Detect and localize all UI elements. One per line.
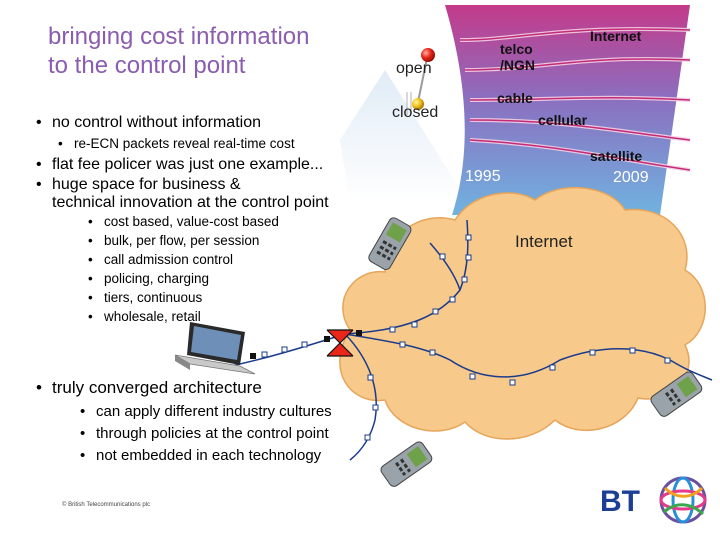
bullet-industry-cultures: •can apply different industry cultures bbox=[80, 403, 332, 420]
network-node-boxes bbox=[261, 234, 671, 441]
funnel-label-cellular: cellular bbox=[538, 112, 588, 128]
control-point-icon bbox=[326, 329, 354, 357]
funnel-label-telco: telco bbox=[500, 41, 533, 57]
title-line-2: to the control point bbox=[48, 52, 246, 79]
bt-globe-icon bbox=[659, 476, 707, 524]
bullet-huge-space-cont: technical innovation at the control poin… bbox=[52, 194, 329, 211]
bullet-not-embedded: •not embedded in each technology bbox=[80, 447, 322, 464]
sub-bullet: •bulk, per flow, per session bbox=[88, 233, 260, 248]
funnel-label-cable: cable bbox=[497, 90, 533, 106]
cloud-internet-label: Internet bbox=[515, 232, 573, 251]
sub-bullet: •wholesale, retail bbox=[88, 309, 201, 324]
sub-bullet: •call admission control bbox=[88, 252, 234, 267]
bullet-policies: •through policies at the control point bbox=[80, 425, 329, 442]
funnel-label-satellite: satellite bbox=[590, 148, 643, 164]
internet-cloud bbox=[339, 187, 706, 440]
funnel-label-internet: Internet bbox=[590, 28, 642, 44]
bullet-converged: •truly converged architecture bbox=[36, 378, 262, 397]
light-beam bbox=[340, 70, 470, 205]
year-start-label: 1995 bbox=[465, 168, 501, 185]
sub-bullet: •policing, charging bbox=[88, 271, 210, 286]
phone-icon-right bbox=[650, 371, 703, 417]
closed-label: closed bbox=[392, 104, 439, 121]
red-light-icon bbox=[421, 48, 435, 62]
sub-bullet: •cost based, value-cost based bbox=[88, 214, 279, 229]
phone-icon-bottom bbox=[380, 441, 433, 487]
control-post bbox=[417, 57, 428, 103]
bullet-flat-fee: •flat fee policer was just one example..… bbox=[36, 156, 324, 173]
funnel-label-ngn: /NGN bbox=[500, 57, 535, 73]
bullet-huge-space: •huge space for business & bbox=[36, 176, 241, 193]
bullet-no-control: •no control without information bbox=[36, 114, 261, 131]
slide-title: bringing cost information to the control… bbox=[48, 22, 309, 80]
footer-copyright: © British Telecommunications plc bbox=[62, 502, 151, 508]
bt-logo: BT bbox=[600, 476, 707, 524]
bt-logo-text: BT bbox=[600, 485, 640, 518]
title-line-1: bringing cost information bbox=[48, 23, 310, 50]
phone-icon-top bbox=[368, 217, 412, 270]
bullet-re-ecn: •re-ECN packets reveal real-time cost bbox=[58, 136, 295, 151]
yellow-light-icon bbox=[412, 98, 424, 110]
network-black-nodes bbox=[250, 330, 362, 359]
year-end-label: 2009 bbox=[613, 169, 649, 186]
open-label: open bbox=[396, 60, 432, 77]
sub-bullet: •tiers, continuous bbox=[88, 290, 203, 305]
laptop-icon bbox=[174, 322, 256, 375]
